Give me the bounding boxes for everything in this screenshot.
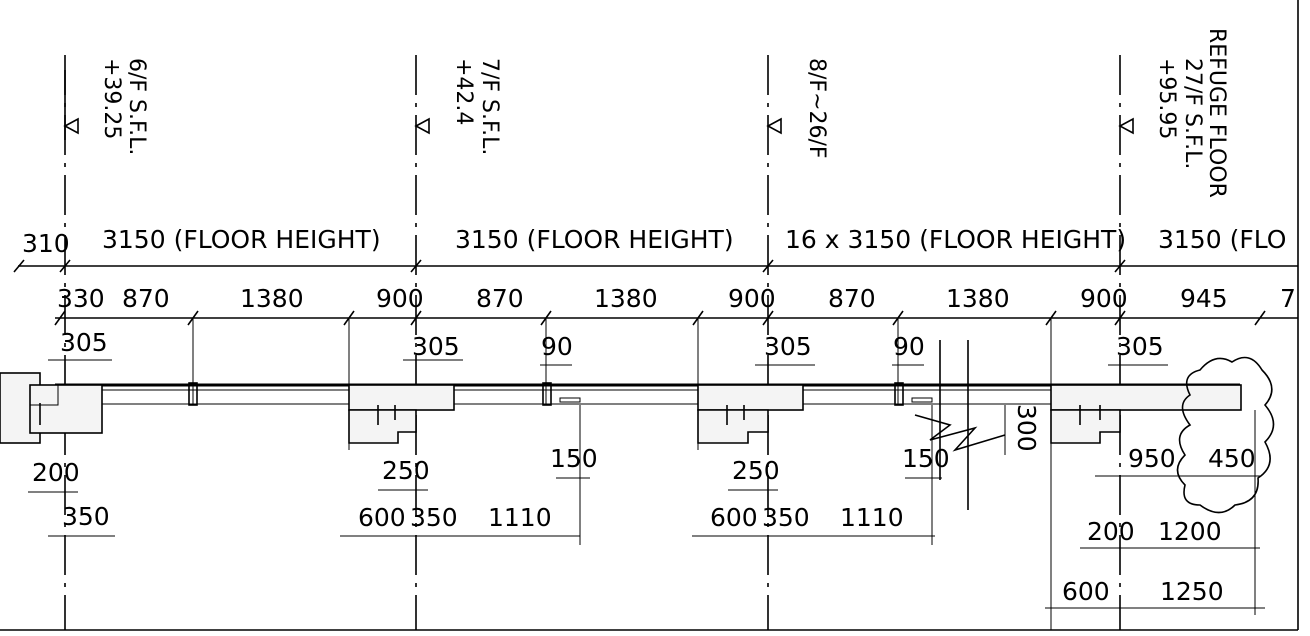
dim-870-c: 870 — [828, 284, 876, 313]
post-a — [542, 382, 552, 406]
dim-600-a: 600 — [358, 503, 406, 532]
dim-900-a: 900 — [376, 284, 424, 313]
floor-height-2: 3150 (FLOOR HEIGHT) — [455, 225, 734, 254]
dim-1380-a: 1380 — [240, 284, 304, 313]
revision-cloud — [1176, 356, 1275, 514]
dim-450: 450 — [1208, 444, 1256, 473]
dim-350-b: 350 — [410, 503, 458, 532]
dim-305-c: 305 — [764, 332, 812, 361]
dim-600-b: 600 — [710, 503, 758, 532]
mid-dim-lines — [48, 359, 1168, 366]
level-name-6f: 6/F S.F.L. — [124, 58, 149, 155]
dim-950: 950 — [1128, 444, 1176, 473]
dim-1380-b: 1380 — [594, 284, 658, 313]
dim-600-c: 600 — [1062, 577, 1110, 606]
dim-7: 7 — [1280, 284, 1296, 313]
dim-200-b: 200 — [1087, 517, 1135, 546]
dim-1380-c: 1380 — [946, 284, 1010, 313]
dim-1110-b: 1110 — [840, 503, 904, 532]
level-name-27f: 27/F S.F.L. — [1180, 58, 1205, 169]
break-line — [914, 340, 1006, 510]
post-b — [894, 382, 904, 406]
level-name-8f: 8/F~26/F — [804, 58, 829, 159]
dim-250-a: 250 — [382, 456, 430, 485]
floor-height-1: 3150 (FLOOR HEIGHT) — [102, 225, 381, 254]
level-elev-27f: +95.95 — [1154, 58, 1179, 139]
bottom-dim-lines — [28, 405, 1265, 615]
dim-150-a: 150 — [550, 444, 598, 473]
dim-350-a: 350 — [62, 502, 110, 531]
level-note-27f: REFUGE FLOOR — [1204, 28, 1229, 198]
level-marker-8f — [766, 117, 782, 135]
dim-330: 330 — [57, 284, 105, 313]
level-elev-7f: +42.4 — [451, 58, 476, 125]
dim-250-b: 250 — [732, 456, 780, 485]
beam-8f — [697, 384, 804, 444]
dim-305-b: 305 — [412, 332, 460, 361]
dim-945: 945 — [1180, 284, 1228, 313]
dim-300: 300 — [1012, 404, 1041, 452]
dim-900-c: 900 — [1080, 284, 1128, 313]
dim-1200: 1200 — [1158, 517, 1222, 546]
dim-870-a: 870 — [122, 284, 170, 313]
dim-350-c: 350 — [762, 503, 810, 532]
dim-305-a: 305 — [60, 328, 108, 357]
small-block-b — [911, 397, 933, 403]
level-name-7f: 7/F S.F.L. — [477, 58, 502, 155]
dim-90-a: 90 — [541, 332, 573, 361]
dim-150-b: 150 — [902, 444, 950, 473]
level-marker-27f — [1118, 117, 1134, 135]
floor-height-4: 3150 (FLO — [1158, 225, 1286, 254]
level-elev-6f: +39.25 — [99, 58, 124, 139]
dim-90-b: 90 — [893, 332, 925, 361]
floor-height-3: 16 x 3150 (FLOOR HEIGHT) — [785, 225, 1126, 254]
beam-7f — [348, 384, 455, 444]
floor-height-ticks — [13, 259, 1126, 273]
dim-870-b: 870 — [476, 284, 524, 313]
level-marker-7f — [414, 117, 430, 135]
dim-1110-a: 1110 — [488, 503, 552, 532]
small-block-a — [559, 397, 581, 403]
dim-1250: 1250 — [1160, 577, 1224, 606]
post-c — [188, 382, 198, 406]
beam-27f — [1050, 384, 1242, 444]
dim-305-d: 305 — [1116, 332, 1164, 361]
level-marker-6f — [63, 70, 79, 140]
dim-200-a: 200 — [32, 458, 80, 487]
left-wall — [0, 372, 103, 444]
slab — [55, 383, 1240, 405]
dim-310: 310 — [22, 229, 70, 258]
dim-900-b: 900 — [728, 284, 776, 313]
